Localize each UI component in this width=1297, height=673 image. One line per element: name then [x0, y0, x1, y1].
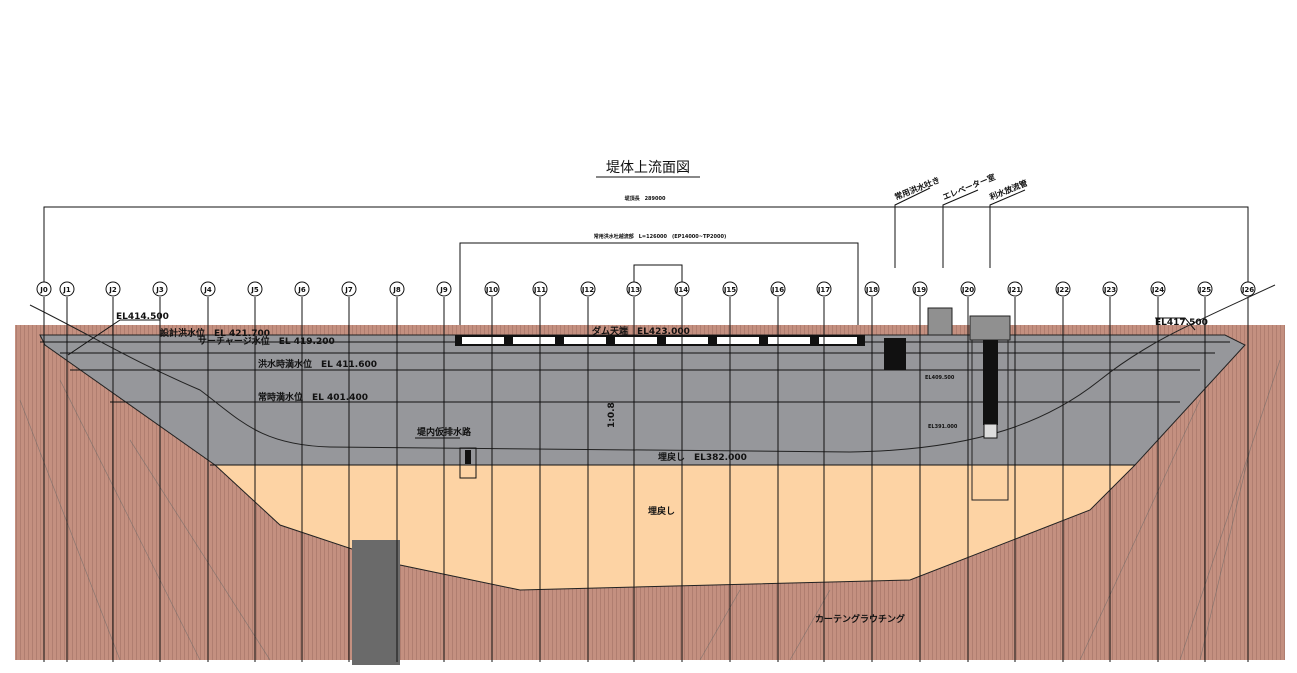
spillway-length-label: 常用洪水吐越流部 L=126000 (EP14000~TP2000)	[594, 233, 726, 240]
joint-marker	[152, 281, 168, 297]
joint-marker	[770, 281, 786, 297]
joint-label: J10	[485, 286, 498, 294]
callout-spillway: 常用洪水吐き	[893, 175, 941, 202]
right-crest-elevation: EL417.500	[1155, 318, 1208, 328]
joint-marker	[1197, 281, 1213, 297]
outlet-tower-top	[969, 315, 1011, 341]
diversion-pillar	[352, 540, 400, 665]
intake-elevation-2: EL391.000	[928, 424, 958, 430]
joint-marker	[1055, 281, 1071, 297]
joint-marker	[722, 281, 738, 297]
joint-label: J22	[1056, 286, 1069, 294]
joint-marker	[816, 281, 832, 297]
joint-marker	[484, 281, 500, 297]
normal-water-level: 常時満水位 EL 401.400	[258, 391, 368, 403]
joint-label: J19	[913, 286, 926, 294]
joint-label: J5	[250, 286, 259, 294]
joint-label: J15	[723, 286, 736, 294]
drawing-title: 堤体上流面図	[606, 160, 690, 176]
joint-label: J16	[771, 286, 784, 294]
backfill-elevation: 埋戻し EL382.000	[658, 451, 747, 463]
outlet-pipe-shaft	[983, 340, 998, 425]
joint-marker	[59, 281, 75, 297]
flood-season-level: 洪水時満水位 EL 411.600	[258, 358, 377, 370]
joint-marker	[389, 281, 405, 297]
joint-marker	[580, 281, 596, 297]
joint-marker	[674, 281, 690, 297]
callout-elevator: エレベーター室	[941, 172, 997, 202]
grouting-label: カーテングラウチング	[815, 613, 905, 625]
joint-marker	[36, 281, 52, 297]
joint-label: J0	[39, 286, 48, 294]
joint-label: J3	[155, 286, 164, 294]
joint-label: J13	[627, 286, 640, 294]
joint-label: J4	[203, 286, 212, 294]
joint-label: J17	[817, 286, 830, 294]
joint-label: J12	[581, 286, 594, 294]
joint-label: J23	[1103, 286, 1116, 294]
diversion-label: 堤内仮排水路	[417, 426, 472, 438]
joint-label: J25	[1198, 286, 1211, 294]
joint-marker	[200, 281, 216, 297]
intake-elevation-1: EL409.500	[925, 375, 955, 381]
joint-label: J7	[344, 286, 353, 294]
joint-marker	[912, 281, 928, 297]
spillway-gate	[884, 338, 906, 370]
left-crest-elevation: EL414.500	[116, 312, 169, 322]
design-flood-level: 設計洪水位 EL 421.700	[160, 327, 270, 339]
joint-marker	[1240, 281, 1256, 297]
dam-upstream-face	[39, 334, 1246, 466]
joint-marker	[341, 281, 357, 297]
backfill-zone	[213, 464, 1137, 591]
joint-label: J11	[533, 286, 546, 294]
joint-marker	[1150, 281, 1166, 297]
spillway-dimension: 常用洪水吐越流部 L=126000 (EP14000~TP2000)	[459, 233, 859, 335]
joint-marker	[1102, 281, 1118, 297]
joint-marker	[294, 281, 310, 297]
joint-label: J6	[297, 286, 306, 294]
joint-marker	[626, 281, 642, 297]
total-length-dimension: 堤頂長 289000	[43, 195, 1249, 289]
block-joints: J0 J1 J2 J3 J4 J5 J6 J7 J8 J9 J10 J11 J12 J13 J14 J15 J1…	[36, 281, 1256, 662]
crest-deck	[455, 335, 865, 346]
joint-marker	[864, 281, 880, 297]
joint-label: J9	[439, 286, 448, 294]
dam-crest-elevation: ダム天端 EL423.000	[592, 325, 690, 337]
slope-label: 1:0.8	[607, 402, 617, 428]
total-length-label: 堤頂長 289000	[624, 195, 666, 202]
surcharge-level: サーチャージ水位 EL 419.200	[198, 335, 335, 347]
joint-marker	[247, 281, 263, 297]
elevator-room	[927, 307, 953, 336]
joint-label: J18	[865, 286, 878, 294]
joint-label: J24	[1151, 286, 1164, 294]
joint-marker	[1007, 281, 1023, 297]
joint-marker	[436, 281, 452, 297]
joint-label: J26	[1241, 286, 1254, 294]
joint-label: J14	[675, 286, 688, 294]
joint-marker	[105, 281, 121, 297]
joint-label: J2	[108, 286, 117, 294]
joint-marker	[960, 281, 976, 297]
joint-label: J1	[62, 286, 71, 294]
joint-marker	[532, 281, 548, 297]
joint-label: J20	[961, 286, 974, 294]
backfill-label: 埋戻し	[648, 505, 675, 517]
joint-label: J21	[1008, 286, 1021, 294]
joint-label: J8	[392, 286, 401, 294]
